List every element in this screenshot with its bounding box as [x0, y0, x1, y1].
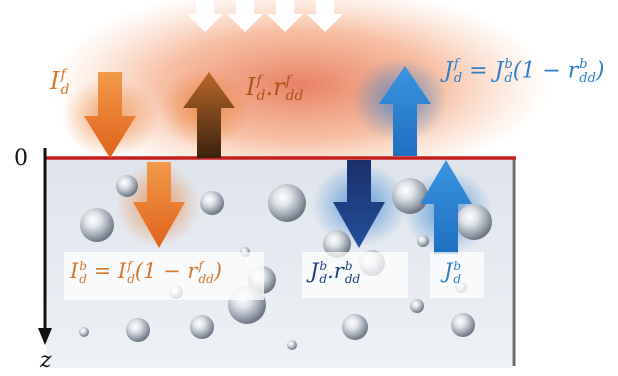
incident-down-arrow [84, 72, 136, 158]
internal-reflected-label-box [302, 252, 408, 298]
bubble [126, 318, 150, 342]
bubble [410, 299, 424, 313]
reflected-up-arrow [183, 72, 235, 158]
bubble [456, 204, 492, 240]
bubble [116, 175, 138, 197]
bubble [287, 340, 297, 350]
sun-arrow-icon [267, 0, 303, 32]
bubble [79, 327, 89, 337]
sun-arrow-icon [187, 0, 223, 32]
sun-arrow-icon [307, 0, 343, 32]
transmitted-down-arrow [133, 162, 185, 248]
bubble [200, 191, 224, 215]
sun-arrow-icon [227, 0, 263, 32]
transmitted-label-box [64, 252, 264, 300]
bubble [80, 208, 114, 242]
depth-label: z [40, 348, 52, 373]
bubble [268, 184, 306, 222]
bubble [342, 314, 368, 340]
sunlight-arrows [187, 0, 343, 32]
bubble [417, 235, 429, 247]
origin-label: 0 [14, 146, 28, 171]
atmosphere-glow [50, 0, 550, 185]
bubble [451, 313, 475, 337]
internal-reflected-arrow [333, 160, 385, 248]
bubble [323, 230, 351, 258]
upwelling-out-arrow [379, 66, 431, 156]
depth-axis-arrowhead-icon [38, 328, 52, 345]
bubble [392, 178, 428, 214]
upwelling-in-arrow [420, 160, 472, 254]
bubble [190, 315, 214, 339]
upwelling-in-label-box [430, 252, 484, 298]
